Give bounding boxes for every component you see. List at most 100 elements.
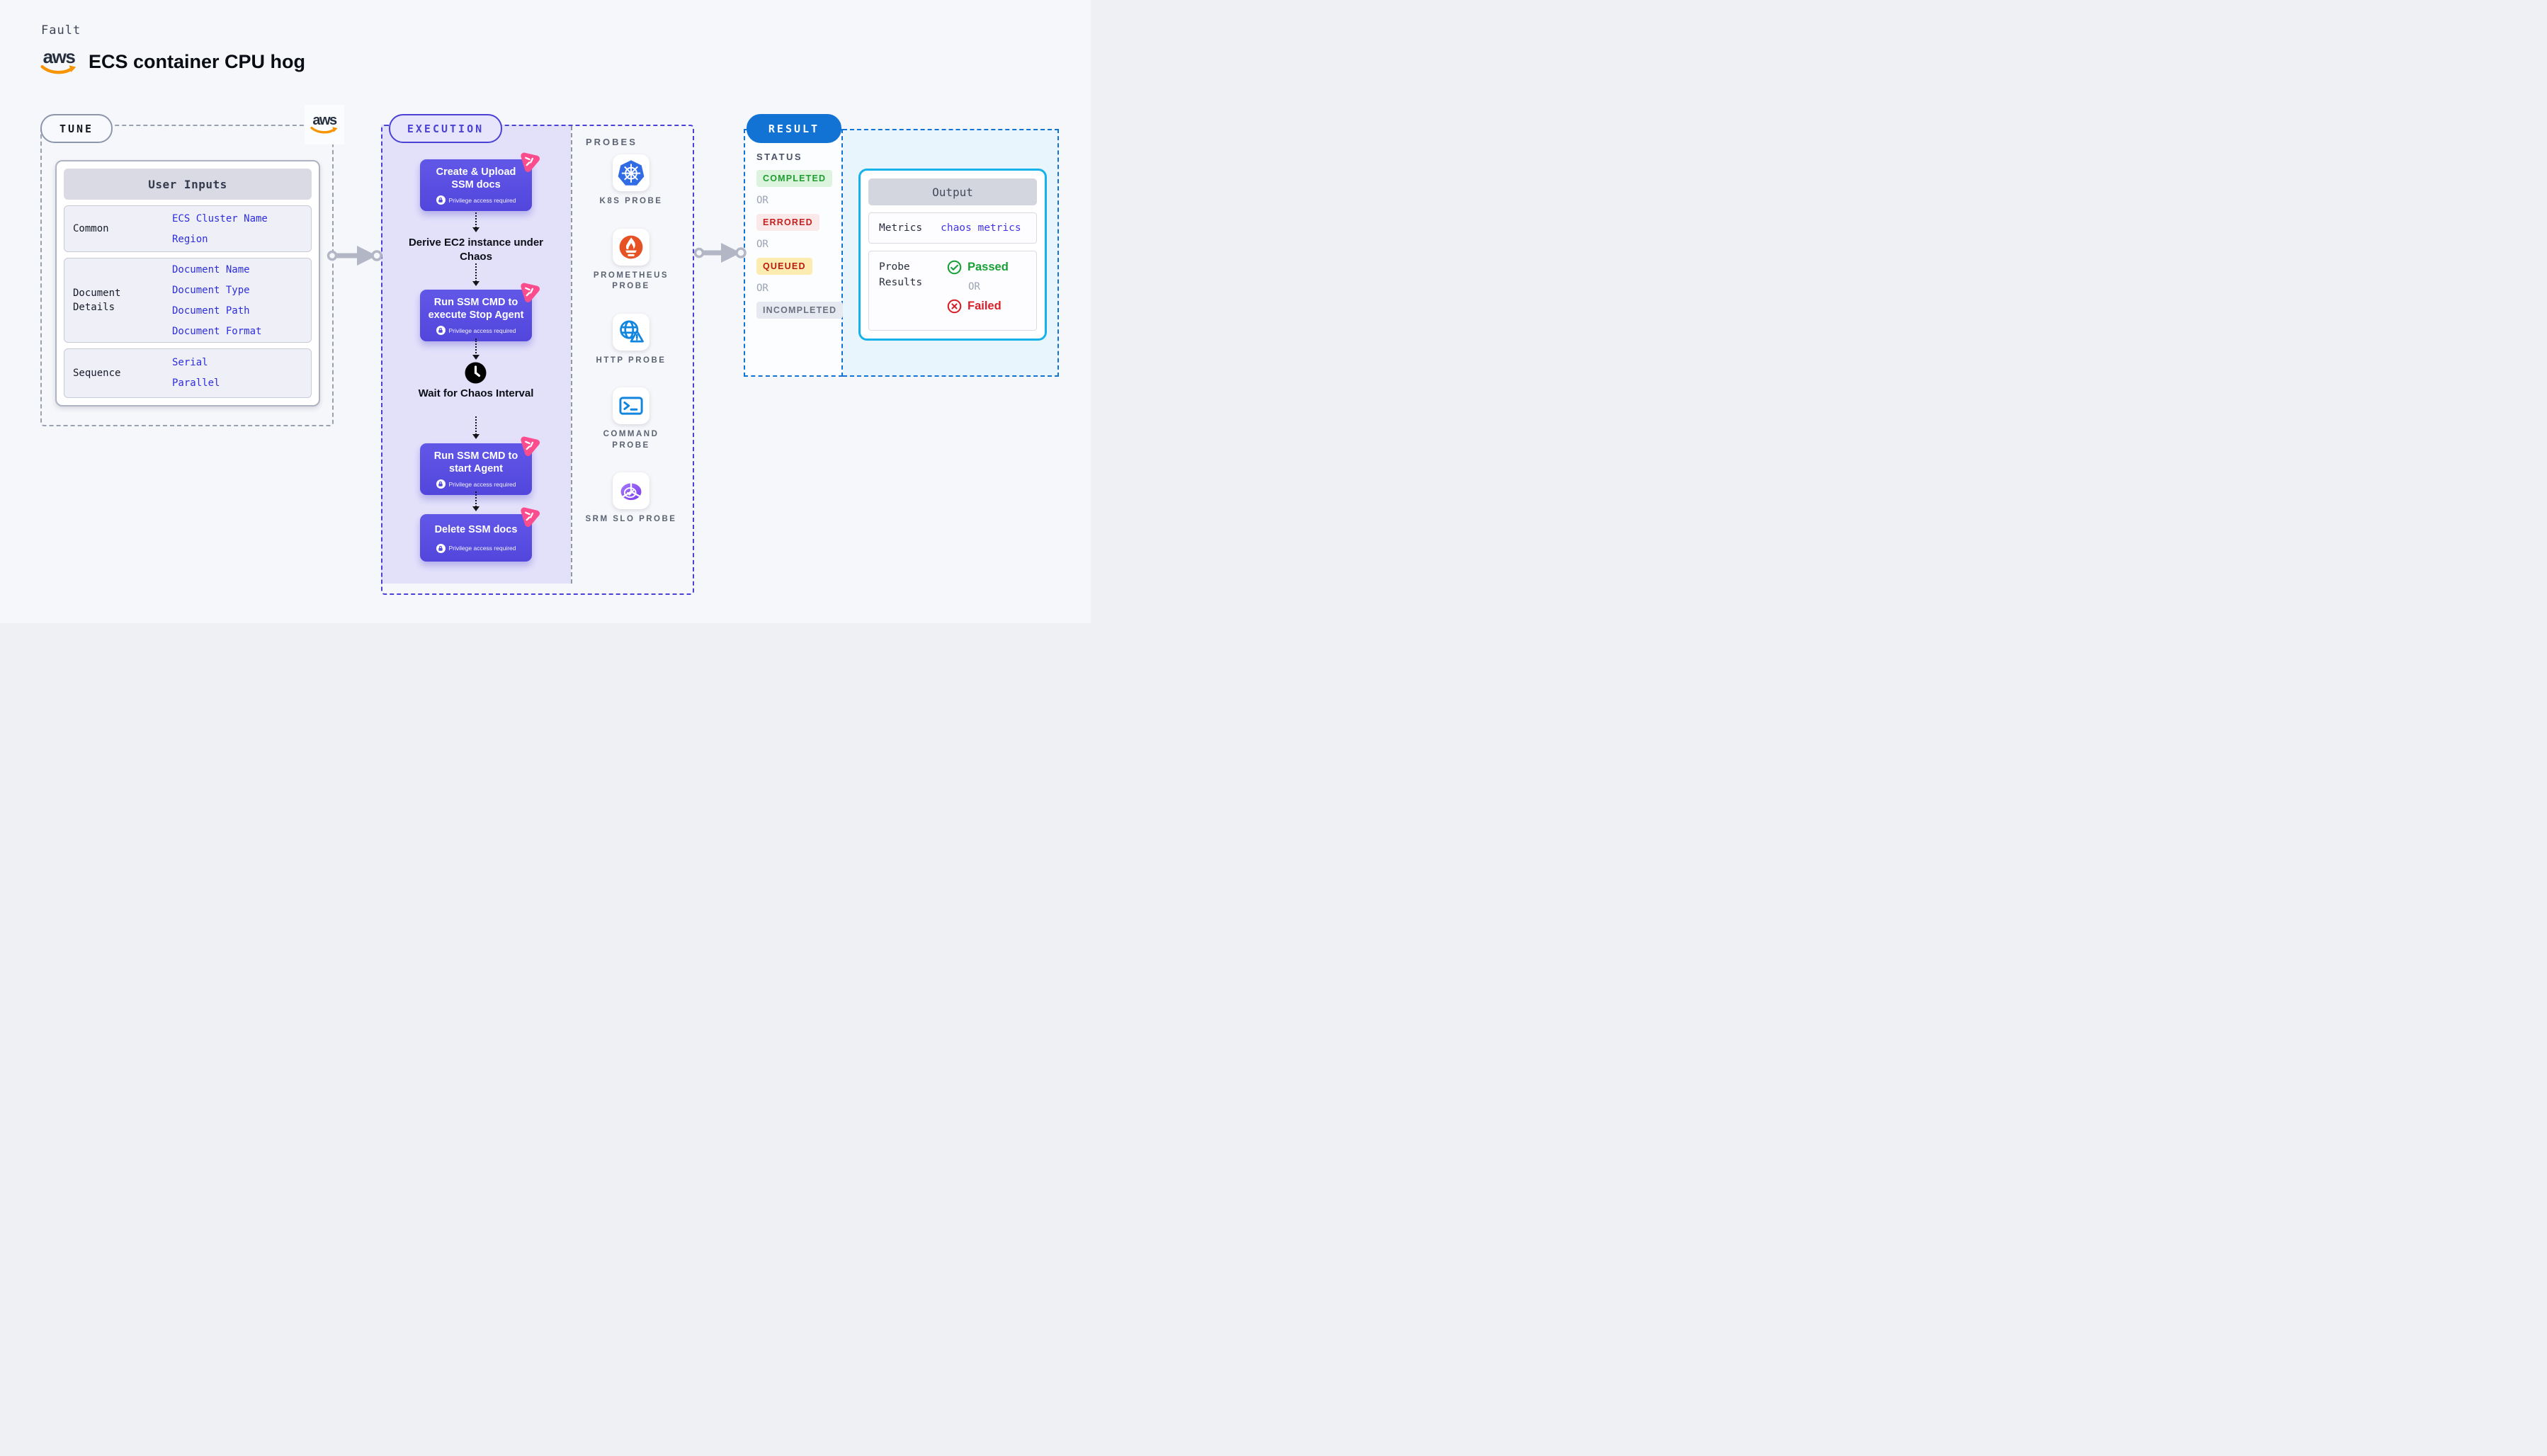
probe-results-label: Probe Results (879, 261, 923, 288)
probe-http: HTTP PROBE (583, 313, 679, 367)
chaos-pinwheel-icon (517, 504, 543, 529)
output-header: Output (868, 178, 1037, 205)
probes-column-label: PROBES (586, 137, 637, 147)
probe-label: HTTP PROBE (596, 356, 666, 365)
step-run-ssm-stop-agent: Run SSM CMD to execute Stop Agent Privil… (420, 283, 540, 342)
step-title: Run SSM CMD to start Agent (433, 450, 518, 474)
check-circle-icon (947, 260, 962, 275)
tune-to-execution-arrow (327, 246, 382, 266)
flow-arrow (472, 416, 480, 439)
user-inputs-header: User Inputs (64, 169, 312, 200)
row-label: Common (73, 223, 109, 235)
clock-icon (465, 362, 487, 384)
probe-label: K8S PROBE (599, 197, 663, 205)
step-run-ssm-start-agent: Run SSM CMD to start Agent Privilege acc… (420, 436, 540, 496)
table-row-document-details: Document Details Document Name Document … (64, 258, 312, 343)
metrics-row: Metrics chaos metrics (868, 212, 1037, 244)
status-column: STATUS COMPLETED OR ERRORED OR QUEUED OR… (756, 152, 844, 319)
flow-arrow (472, 263, 480, 286)
row-label: Sequence (73, 367, 121, 379)
result-section-label: RESULT (747, 114, 841, 143)
privilege-note: Privilege access required (448, 480, 516, 488)
tune-section-box (40, 125, 334, 426)
step-title: Create & Upload SSM docs (436, 166, 516, 190)
table-row-sequence: Sequence Serial Parallel (64, 348, 312, 398)
execution-to-result-arrow (694, 243, 747, 263)
chaos-pinwheel-icon (517, 279, 543, 305)
chaos-pinwheel-icon (517, 149, 543, 174)
status-heading: STATUS (756, 152, 803, 162)
step-title: Run SSM CMD to execute Stop Agent (428, 297, 524, 321)
user-inputs-table: User Inputs Common ECS Cluster Name Regi… (55, 160, 320, 406)
aws-logo-icon: aws (40, 47, 77, 75)
or-label: OR (756, 283, 768, 294)
link-document-type[interactable]: Document Type (172, 284, 250, 296)
step-delete-ssm-docs: Delete SSM docs Privilege access require… (420, 507, 540, 562)
row-label: Document Details (73, 287, 121, 314)
flow-arrow (472, 339, 480, 360)
probes-divider (571, 126, 572, 584)
aws-smile-icon (40, 64, 76, 74)
output-card: Output Metrics chaos metrics Probe Resul… (858, 169, 1047, 341)
link-region[interactable]: Region (172, 233, 208, 245)
x-circle-icon (947, 299, 962, 314)
or-label: OR (968, 281, 980, 292)
probe-label: COMMAND PROBE (603, 430, 659, 450)
step-title: Delete SSM docs (434, 524, 518, 535)
lock-icon (436, 543, 446, 553)
link-document-name[interactable]: Document Name (172, 263, 250, 275)
privilege-note: Privilege access required (448, 196, 516, 204)
probe-srm-slo: SRM SLO PROBE (583, 472, 679, 525)
lock-icon (436, 479, 446, 489)
probe-result-failed: Failed (947, 299, 1009, 314)
link-document-format[interactable]: Document Format (172, 325, 262, 337)
aws-logo-icon: aws (310, 113, 339, 135)
page-title: ECS container CPU hog (89, 51, 306, 73)
probe-label: PROMETHEUS PROBE (593, 271, 669, 291)
privilege-row: Privilege access required (426, 543, 526, 553)
metrics-label: Metrics (879, 222, 923, 234)
tune-section-label: TUNE (40, 114, 113, 143)
slo-pie-check-icon (613, 472, 649, 510)
globe-warning-icon (613, 313, 649, 351)
link-ecs-cluster-name[interactable]: ECS Cluster Name (172, 212, 268, 224)
kubernetes-wheel-icon (613, 154, 649, 191)
prometheus-flame-icon (613, 228, 649, 266)
chaos-metrics-link[interactable]: chaos metrics (941, 222, 1021, 234)
status-badge-errored: ERRORED (756, 214, 819, 231)
probe-list: K8S PROBE PROMETHEUS PROBE (571, 154, 691, 525)
link-parallel[interactable]: Parallel (172, 377, 220, 389)
step-wait-chaos-interval: Wait for Chaos Interval (418, 387, 534, 399)
privilege-row: Privilege access required (426, 326, 526, 336)
lock-icon (436, 326, 446, 336)
execution-section-box (381, 125, 694, 595)
probe-k8s: K8S PROBE (583, 154, 679, 207)
or-label: OR (756, 195, 768, 206)
probe-command: COMMAND PROBE (583, 387, 679, 451)
link-document-path[interactable]: Document Path (172, 305, 250, 317)
probe-results-row: Probe Results Passed OR Failed (868, 251, 1037, 331)
terminal-icon (613, 387, 649, 425)
status-badge-completed: COMPLETED (756, 170, 833, 187)
aws-corner-logo: aws (305, 105, 344, 144)
status-badge-queued: QUEUED (756, 258, 812, 275)
chaos-pinwheel-icon (517, 433, 543, 458)
or-label: OR (756, 239, 768, 250)
privilege-note: Privilege access required (448, 545, 516, 552)
probe-result-passed: Passed (947, 260, 1009, 275)
lock-icon (436, 195, 446, 205)
probe-label: SRM SLO PROBE (585, 515, 677, 524)
fault-diagram-canvas: Fault aws ECS container CPU hog TUNE aws… (0, 0, 1091, 623)
status-badge-incompleted: INCOMPLETED (756, 302, 844, 319)
privilege-row: Privilege access required (426, 195, 526, 205)
flow-arrow (472, 491, 480, 511)
step-create-upload-ssm-docs: Create & Upload SSM docs Privilege acces… (420, 152, 540, 212)
fault-kicker: Fault (41, 23, 81, 38)
brand-header: aws ECS container CPU hog (40, 47, 306, 75)
privilege-note: Privilege access required (448, 326, 516, 334)
link-serial[interactable]: Serial (172, 357, 208, 369)
aws-smile-icon (310, 127, 338, 134)
step-derive-ec2-note: Derive EC2 instance under Chaos (408, 237, 544, 263)
probe-prometheus: PROMETHEUS PROBE (583, 228, 679, 292)
privilege-row: Privilege access required (426, 479, 526, 489)
